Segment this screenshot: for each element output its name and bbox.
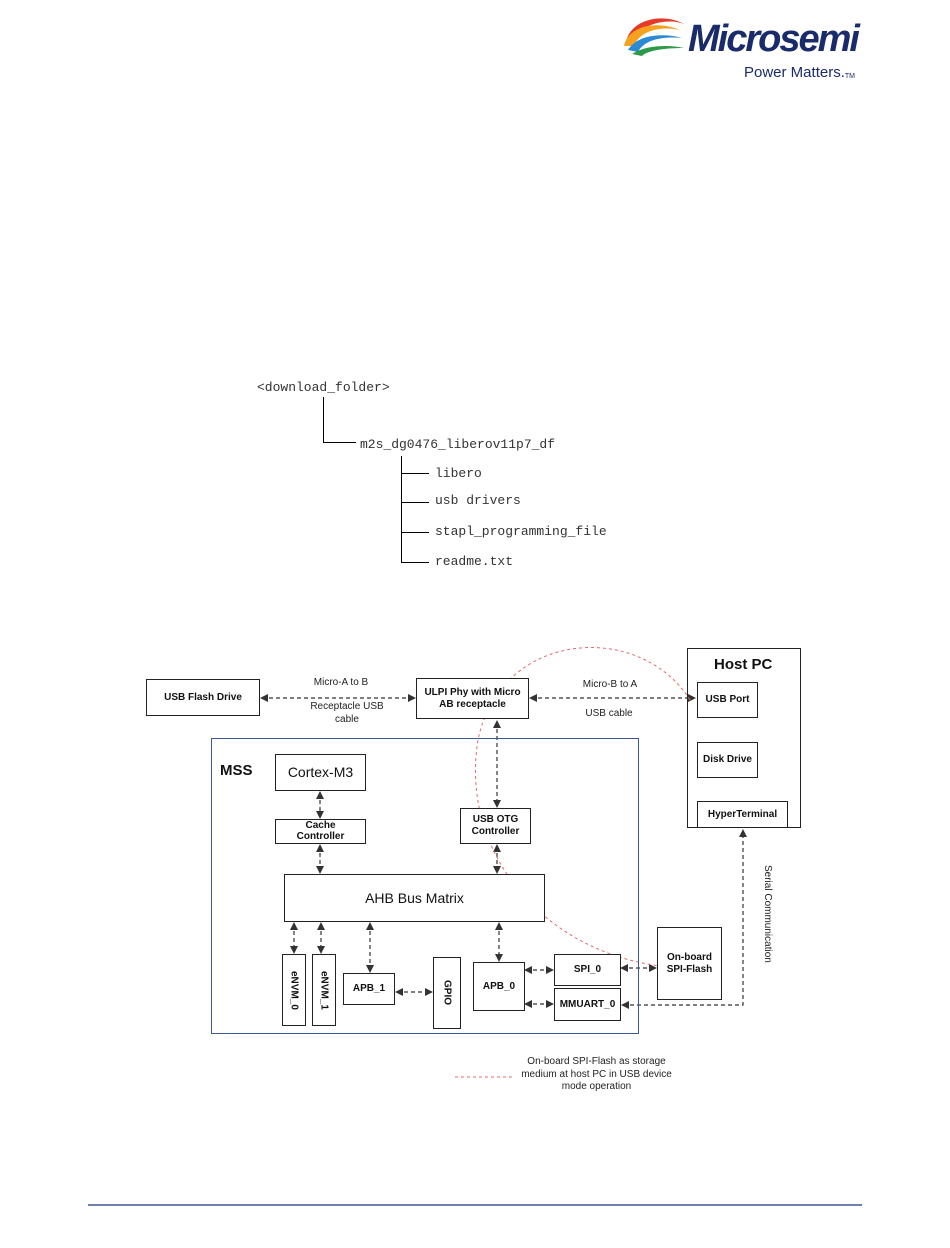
apb-0-label: APB_0 <box>482 980 516 992</box>
tree-connector <box>401 532 429 533</box>
link-right-bottom-label: USB cable <box>585 708 633 719</box>
cache-controller-label: Cache Controller <box>296 820 345 842</box>
mmuart-0-box: MMUART_0 <box>554 988 621 1021</box>
tagline-text: Power Matters. <box>744 64 845 81</box>
apb-0-box: APB_0 <box>473 962 525 1011</box>
onboard-spi-flash-box: On-board SPI-Flash <box>657 927 722 1000</box>
mmuart-0-label: MMUART_0 <box>559 998 616 1010</box>
tree-root: <download_folder> <box>257 380 390 395</box>
tree-connector <box>323 442 356 443</box>
cortex-m3-label: Cortex-M3 <box>287 764 354 781</box>
ulpi-phy-label: ULPI Phy with Micro AB receptacle <box>424 686 521 710</box>
link-mmuart-hyperterminal <box>621 829 747 1009</box>
brand-name: Microsemi <box>688 18 860 60</box>
envm-1-box: eNVM_1 <box>312 954 336 1026</box>
ahb-bus-matrix-label: AHB Bus Matrix <box>365 889 464 906</box>
apb-1-label: APB_1 <box>352 983 386 994</box>
tree-connector <box>401 473 429 474</box>
mss-container <box>211 738 639 1034</box>
hyperterminal-box: HyperTerminal <box>697 801 788 828</box>
link-right-top-label: Micro-B to A <box>582 679 638 690</box>
legend-text: On-board SPI-Flash as storage medium at … <box>521 1056 672 1092</box>
tree-item: stapl_programming_file <box>435 524 607 539</box>
tree-connector <box>323 397 324 442</box>
link-left-bottom-label: Receptacle USB cable <box>310 701 384 725</box>
cortex-m3-box: Cortex-M3 <box>275 754 366 791</box>
envm-0-label: eNVM_0 <box>288 970 300 1010</box>
onboard-spi-flash-label: On-board SPI-Flash <box>666 951 713 975</box>
usb-flash-drive-label: USB Flash Drive <box>164 691 242 703</box>
disk-drive-box: Disk Drive <box>697 742 758 778</box>
host-pc-title: Host PC <box>714 656 773 673</box>
usb-otg-controller-box: USB OTG Controller <box>460 808 531 844</box>
tagline-trademark: TM <box>844 73 855 80</box>
tree-item: libero <box>435 466 482 481</box>
cache-controller-box: Cache Controller <box>275 819 366 844</box>
gpio-label: GPIO <box>441 980 453 1006</box>
footer-divider <box>88 1204 862 1206</box>
envm-1-label: eNVM_1 <box>318 970 330 1010</box>
gpio-box: GPIO <box>433 957 461 1029</box>
usb-otg-controller-label: USB OTG Controller <box>471 814 520 837</box>
spi-0-label: SPI_0 <box>573 964 602 975</box>
hyperterminal-label: HyperTerminal <box>707 808 778 820</box>
ulpi-phy-box: ULPI Phy with Micro AB receptacle <box>416 678 529 719</box>
microsemi-logo: Microsemi Power Matters.TM <box>622 12 867 80</box>
tree-item: usb drivers <box>435 493 521 508</box>
tree-connector <box>401 562 429 563</box>
serial-communication-label: Serial Communication <box>762 865 773 963</box>
logo-swoosh-icon <box>624 18 684 56</box>
spi-0-box: SPI_0 <box>554 954 621 986</box>
storage-path-curve <box>475 647 691 967</box>
apb-1-box: APB_1 <box>343 973 395 1005</box>
tree-connector <box>401 502 429 503</box>
ahb-bus-matrix-box: AHB Bus Matrix <box>284 874 545 922</box>
brand-tagline: Power Matters.TM <box>744 65 855 80</box>
tree-item: readme.txt <box>435 554 514 569</box>
link-left-top-label: Micro-A to B <box>313 677 369 688</box>
usb-port-box: USB Port <box>697 682 758 718</box>
usb-port-label: USB Port <box>705 694 750 705</box>
disk-drive-label: Disk Drive <box>703 754 752 765</box>
mss-title: MSS <box>220 762 253 779</box>
envm-0-box: eNVM_0 <box>282 954 306 1026</box>
tree-connector <box>401 456 402 563</box>
tree-child: m2s_dg0476_liberov11p7_df <box>360 437 556 452</box>
usb-flash-drive-box: USB Flash Drive <box>146 679 260 716</box>
